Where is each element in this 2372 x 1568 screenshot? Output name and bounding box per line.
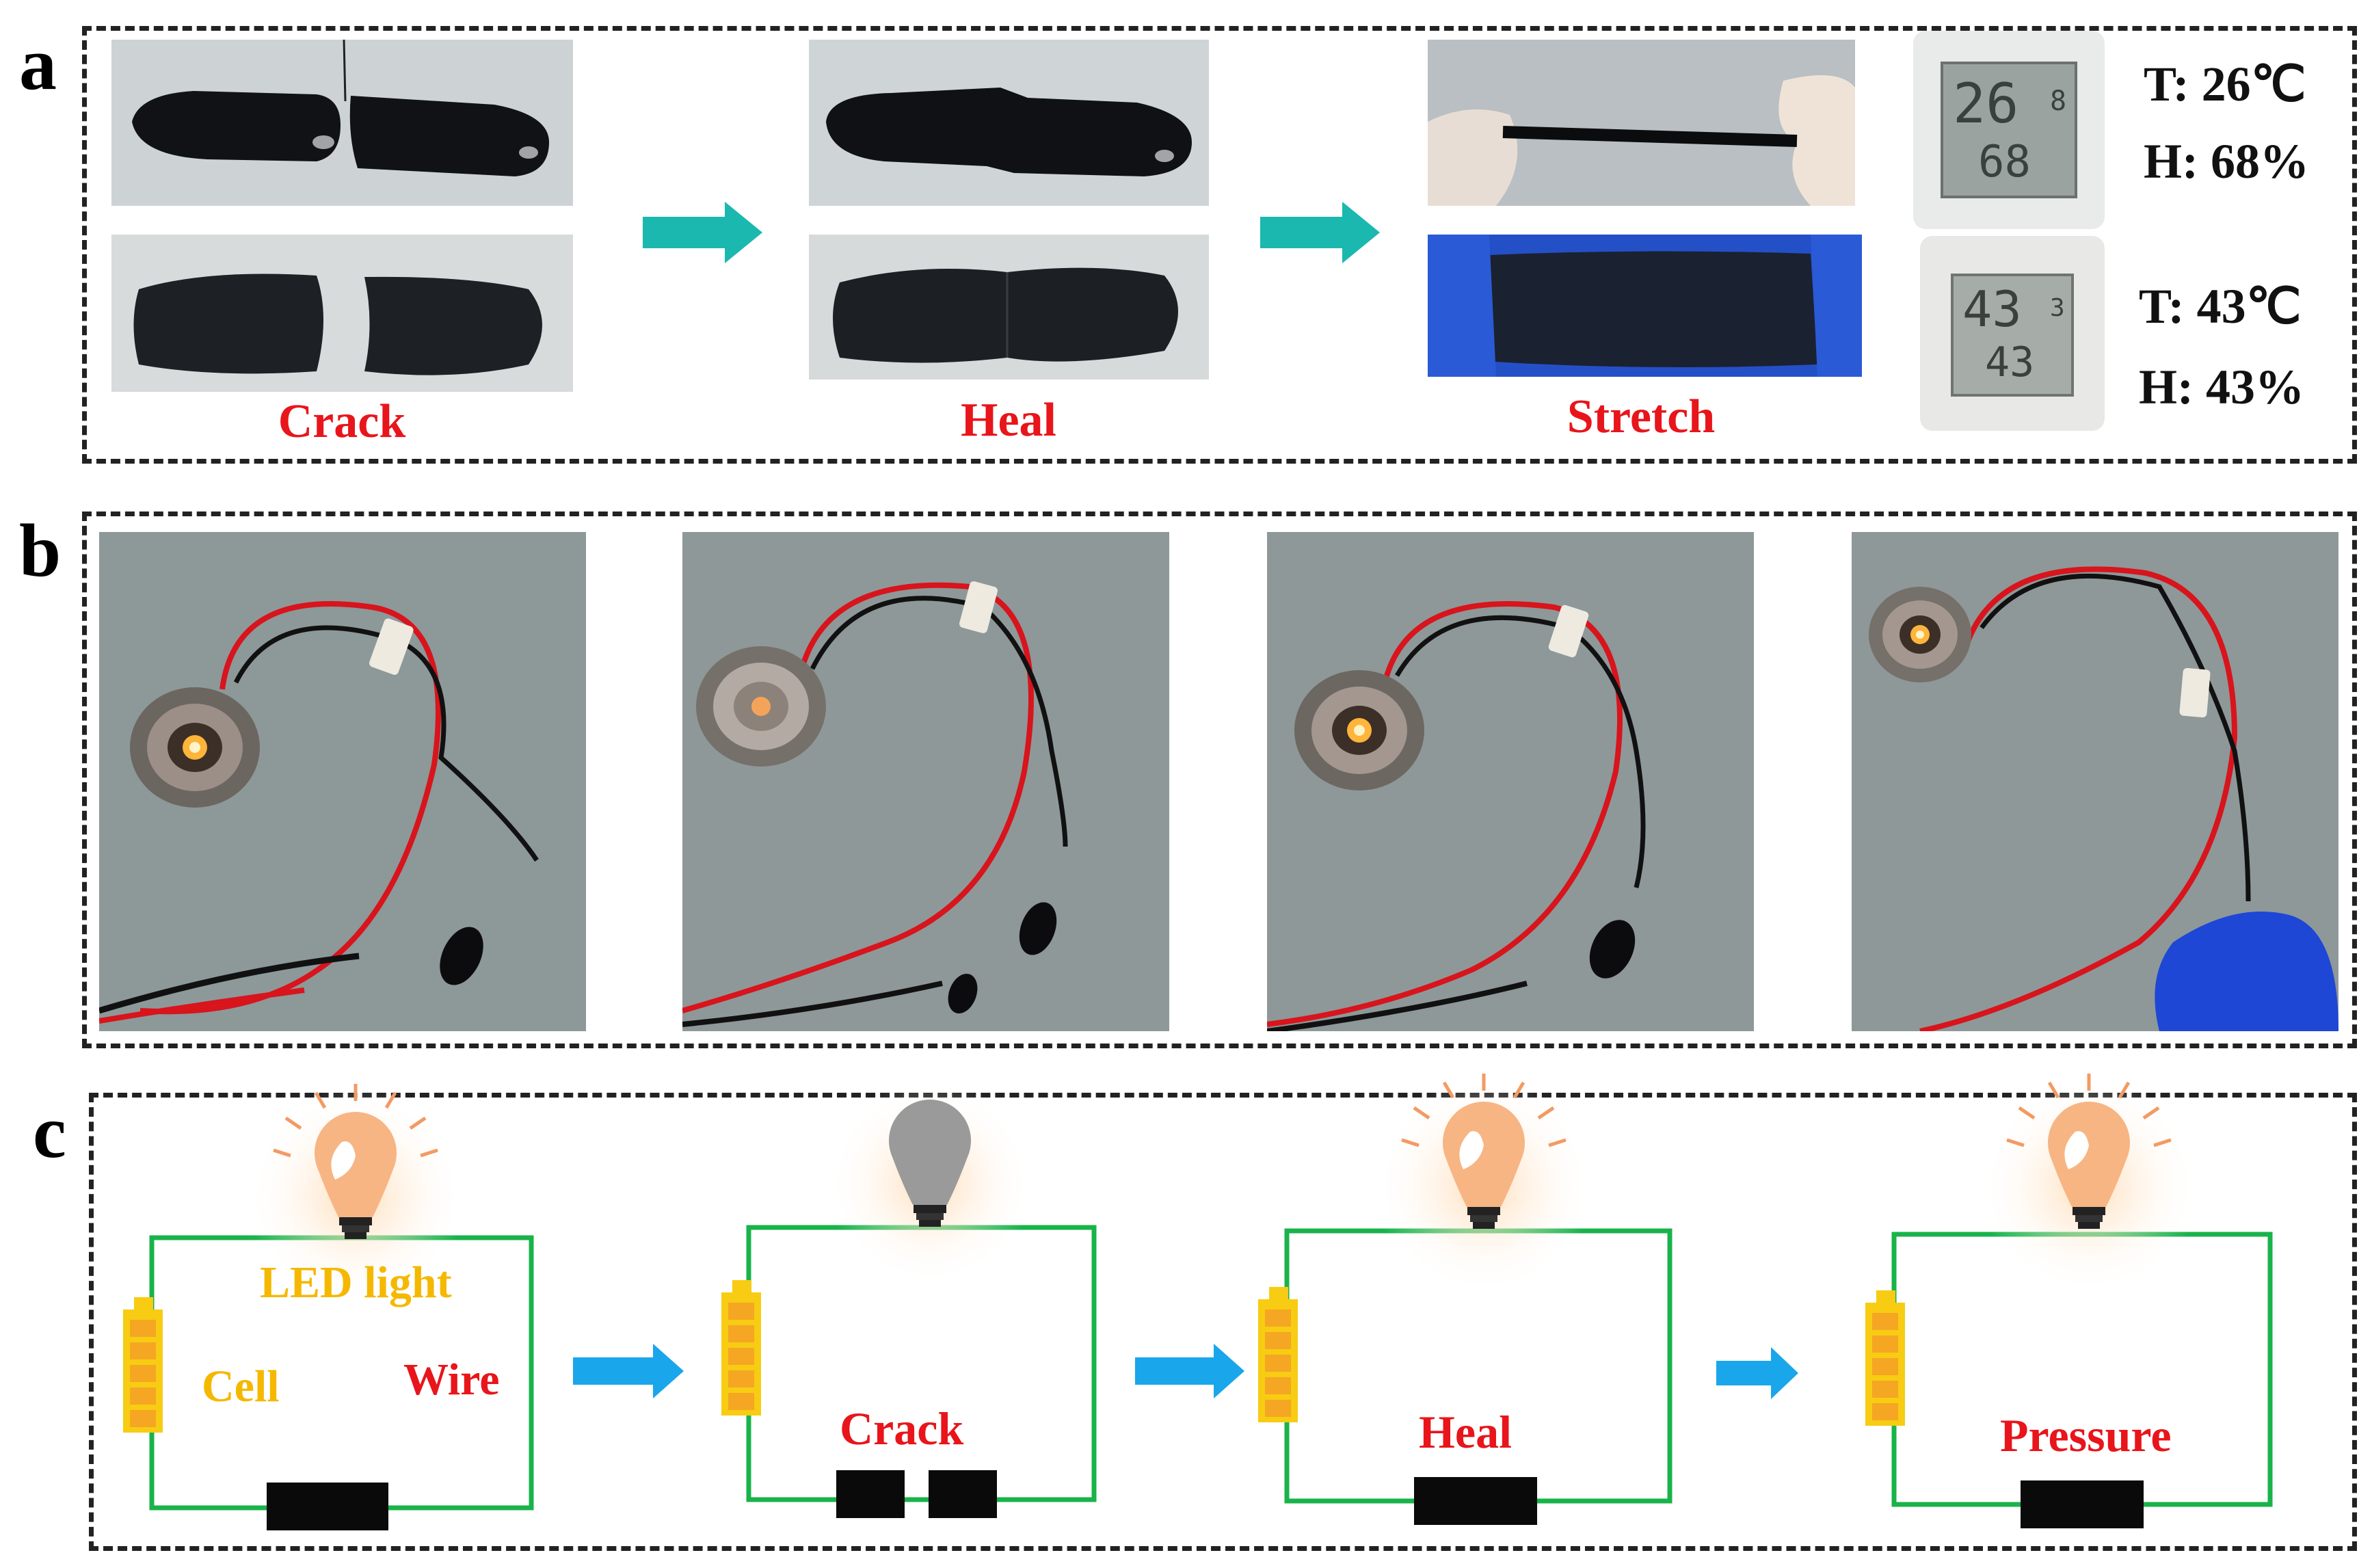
caption-crack: Crack — [278, 395, 406, 448]
hygrometer-bottom-hum: 43 — [1985, 338, 2035, 386]
panel-c-letter: c — [33, 1090, 66, 1173]
label-heal: Heal — [1419, 1406, 1512, 1458]
led-photo-4 — [1852, 532, 2338, 1031]
label-wire: Wire — [403, 1355, 500, 1405]
temp-label-bottom: T: 43℃ — [2139, 279, 2302, 334]
led-photo-2 — [682, 532, 1169, 1031]
arrow-right-icon — [1260, 202, 1380, 263]
arrow-right-icon — [643, 202, 762, 263]
heal-photo-bottom — [809, 235, 1209, 380]
hygrometer-top: 26 8 68 — [1913, 31, 2105, 229]
panel-b-letter: b — [19, 509, 62, 592]
caption-stretch: Stretch — [1567, 390, 1716, 443]
temp-label-top: T: 26℃ — [2144, 57, 2306, 111]
panel-a-letter: a — [19, 22, 57, 105]
hygrometer-top-hum: 68 — [1978, 137, 2031, 187]
humidity-label-top: H: 68% — [2144, 134, 2309, 189]
hygrometer-top-temp: 26 — [1953, 72, 2019, 135]
panel-b-frame — [82, 511, 2357, 1048]
crack-photo-top — [111, 40, 573, 206]
panel-a-frame — [82, 26, 2357, 464]
panel-c-frame — [89, 1093, 2357, 1551]
caption-heal: Heal — [961, 394, 1056, 447]
stretch-photo-top — [1428, 40, 1855, 206]
led-photo-1 — [99, 532, 586, 1031]
humidity-label-bottom: H: 43% — [2139, 360, 2304, 414]
label-pressure: Pressure — [2000, 1409, 2172, 1461]
label-crack: Crack — [840, 1403, 964, 1454]
led-photo-3 — [1267, 532, 1754, 1031]
hygrometer-bottom: 43 3 43 — [1920, 236, 2105, 431]
label-led-light: LED light — [260, 1258, 452, 1307]
crack-photo-bottom — [111, 235, 573, 392]
stretch-photo-bottom — [1428, 235, 1862, 377]
heal-photo-top — [809, 40, 1209, 206]
label-cell: Cell — [202, 1361, 280, 1411]
hygrometer-bottom-temp: 43 — [1962, 280, 2022, 338]
hygrometer-bottom-temp-decimal: 3 — [2050, 294, 2065, 322]
hygrometer-top-temp-decimal: 8 — [2050, 85, 2067, 117]
